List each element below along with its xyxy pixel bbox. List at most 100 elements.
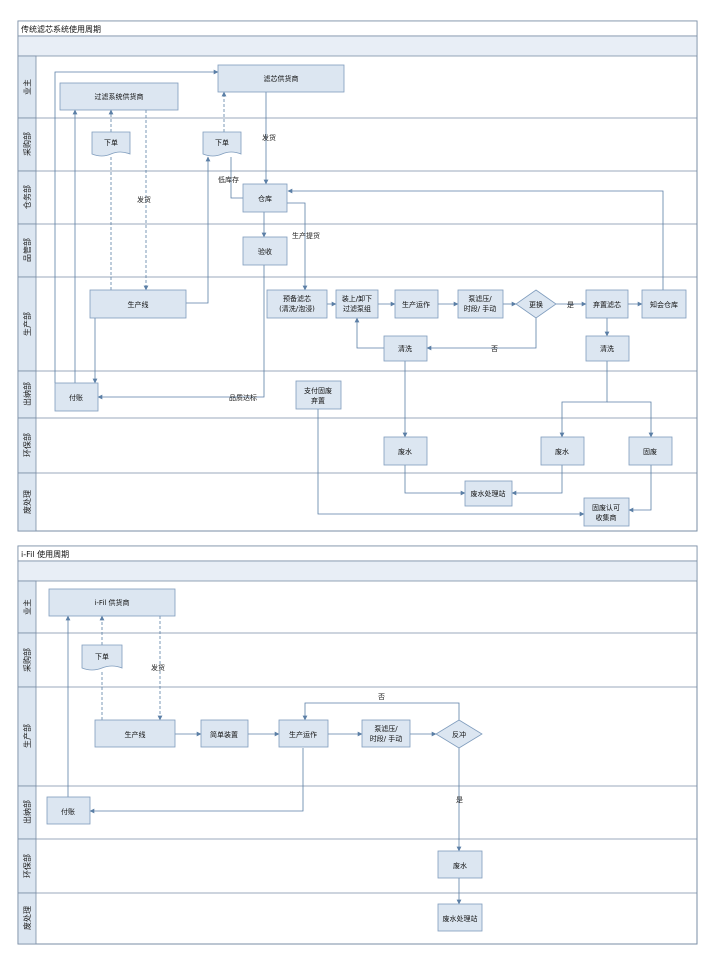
edge-label-no: 否 — [378, 693, 385, 701]
edge-label-ship: 发货 — [151, 663, 165, 672]
node-label: 验收 — [258, 247, 272, 256]
diagram-1-node-texts: 滤芯供货商 过滤系统供货商 下单 下单 仓库 验收 生产线 预备滤芯 (清洗/泡… — [69, 74, 678, 522]
diagram-2-connectors — [65, 615, 462, 905]
node-label: 预备滤芯 — [283, 294, 311, 303]
diagram-2-nodes — [46, 588, 483, 932]
node-collector — [583, 497, 630, 527]
diagram-1-nodes — [54, 64, 687, 527]
node-label: 时段/ 手动 — [370, 734, 403, 743]
node-label: 时段/ 手动 — [464, 304, 497, 313]
diagram-1-edge-labels: 发货 发货 低库存 生产提货 是 否 品质达标 — [137, 133, 574, 402]
node-label: 废水 — [555, 447, 569, 456]
node-production-line — [94, 719, 176, 748]
node-wastewater — [437, 850, 483, 879]
node-backwash-decision — [435, 719, 483, 749]
node-label: 付账 — [61, 807, 75, 816]
node-label: 仓库 — [258, 194, 272, 203]
node-label: 付账 — [69, 393, 83, 402]
node-run — [394, 289, 439, 319]
node-label: 泵滤压/ — [374, 724, 398, 733]
edge-label-yes: 是 — [456, 796, 463, 804]
lane-label: 仓务部 — [22, 185, 32, 209]
node-filter-supplier — [217, 64, 345, 93]
node-pay — [46, 796, 91, 825]
node-label: 废水 — [398, 447, 412, 456]
node-label: 生产线 — [125, 730, 146, 739]
node-system-supplier — [59, 82, 179, 111]
node-label: 弃置滤芯 — [593, 300, 621, 309]
node-order-document — [202, 131, 242, 157]
edge-label-ship: 发货 — [262, 133, 276, 142]
lane-label: 废处理 — [22, 490, 32, 514]
node-production-line — [89, 289, 187, 319]
node-wastewater — [383, 436, 428, 466]
node-label: 生产运作 — [289, 730, 317, 739]
node-pay — [54, 382, 99, 412]
node-prep — [266, 289, 328, 319]
node-label: 滤芯供货商 — [264, 74, 299, 83]
diagram-1: 传统滤芯系统使用周期 业主 采购部 仓务部 品管部 生产部 出纳部 — [17, 20, 698, 532]
node-label: 更换 — [529, 300, 543, 309]
node-label: 下单 — [104, 138, 118, 147]
lane-label: 出纳部 — [22, 800, 32, 824]
node-wwtp — [464, 480, 513, 507]
diagram-2-node-texts: i-Fil 供货商 下单 生产线 简单装置 生产运作 泵滤压/ 时段/ 手动 反… — [61, 598, 478, 923]
edge-label-yes: 是 — [567, 301, 574, 309]
diagram-2-title: i-Fil 使用周期 — [21, 549, 69, 559]
node-ifil-supplier — [48, 588, 176, 617]
node-label: 固废认可 — [592, 503, 620, 512]
node-run — [278, 719, 329, 748]
lane-label: 环保部 — [22, 433, 32, 457]
node-label: 泵滤压/ — [468, 294, 492, 303]
lane-label: 采购部 — [22, 648, 32, 672]
node-label: 过滤泵组 — [343, 304, 371, 313]
node-label: 生产运作 — [402, 300, 430, 309]
node-label: 知会仓库 — [650, 300, 678, 309]
node-wwtp — [437, 903, 483, 932]
lane-label: 业主 — [22, 79, 32, 95]
node-label: 固废 — [643, 447, 657, 456]
diagram-2-lanes — [17, 580, 697, 945]
node-replace-decision — [515, 289, 557, 319]
diagram-1-connectors — [54, 69, 664, 517]
node-discard — [585, 289, 629, 319]
node-label: i-Fil 供货商 — [94, 598, 129, 607]
node-wastewater — [540, 436, 585, 466]
diagram-1-lane-labels: 业主 采购部 仓务部 品管部 生产部 出纳部 环保部 废处理 — [22, 79, 32, 514]
node-label: 收集商 — [596, 513, 617, 522]
node-label: 装上/卸下 — [342, 294, 372, 303]
diagram-2-lane-labels: 业主 采购部 生产部 出纳部 环保部 废处理 — [22, 599, 32, 930]
node-clean — [383, 335, 428, 362]
diagram-2-header — [17, 545, 698, 562]
lane-label: 业主 — [22, 599, 32, 615]
node-label: 生产线 — [128, 300, 149, 309]
node-clean — [585, 335, 630, 362]
node-pump — [361, 719, 411, 748]
diagram-1-lanes — [17, 55, 697, 532]
node-label: (清洗/泡浸) — [279, 304, 315, 313]
node-label: 废水处理站 — [443, 914, 478, 923]
node-label: 下单 — [95, 652, 109, 661]
node-label: 支付固废 — [304, 386, 332, 395]
lane-label: 品管部 — [22, 238, 32, 262]
edge-label-low-stock: 低库存 — [218, 175, 239, 184]
edge-label-production-pick: 生产提货 — [292, 231, 320, 240]
node-order-document — [91, 131, 131, 157]
node-label: 反冲 — [452, 730, 466, 739]
node-inspection — [242, 236, 288, 266]
node-label: 下单 — [215, 138, 229, 147]
node-order-document — [81, 644, 123, 671]
node-label: 废水 — [453, 861, 467, 870]
edge-label-quality-pass: 品质达标 — [229, 393, 257, 402]
edge-label-no: 否 — [491, 345, 498, 353]
node-simple-device — [200, 719, 249, 748]
node-label: 清洗 — [600, 344, 614, 353]
node-solid-waste — [628, 436, 673, 466]
edge-label-ship: 发货 — [137, 195, 151, 204]
node-label: 清洗 — [398, 344, 412, 353]
lane-label: 环保部 — [22, 854, 32, 878]
node-warehouse — [242, 183, 288, 213]
node-pump — [457, 289, 504, 319]
lane-label: 生产部 — [22, 312, 32, 336]
